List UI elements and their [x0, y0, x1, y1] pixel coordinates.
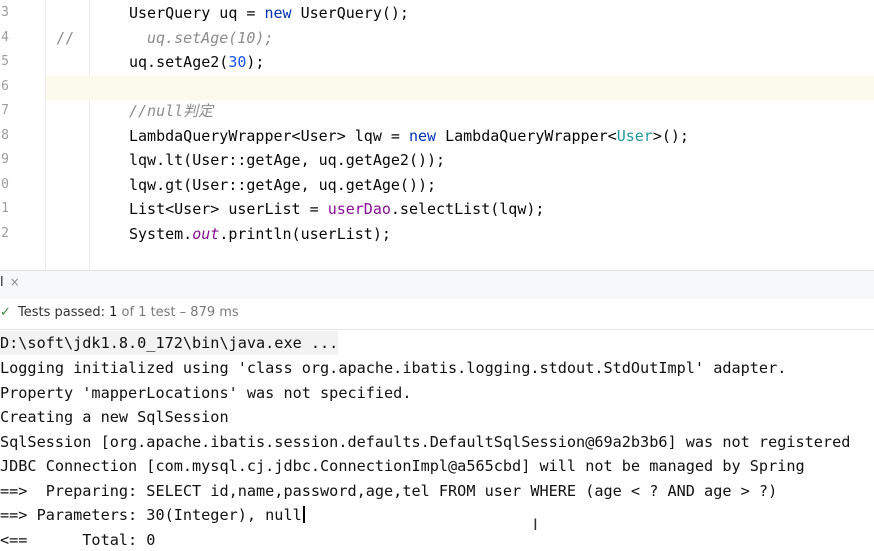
- console-line: Creating a new SqlSession: [0, 408, 229, 426]
- code-token: .println(userList);: [219, 224, 391, 243]
- code-line: //null判定: [129, 99, 213, 123]
- text-cursor-icon: I: [533, 515, 538, 534]
- code-token: lqw.lt(User::getAge, uq.getAge2());: [129, 151, 446, 169]
- code-line: LambdaQueryWrapper<User> lqw = new Lambd…: [129, 124, 689, 148]
- tests-passed-label: Tests passed:: [18, 305, 105, 320]
- code-token: UserQuery uq =: [129, 4, 265, 22]
- code-token: >();: [652, 126, 689, 145]
- line-number: 5: [1, 54, 9, 69]
- code-token: 30: [228, 53, 247, 71]
- line-comment-marker: //: [56, 28, 75, 47]
- code-line: uq.setAge2(30);: [129, 50, 264, 74]
- code-line: lqw.lt(User::getAge, uq.getAge2());: [129, 148, 445, 172]
- console-line: Logging initialized using 'class org.apa…: [0, 359, 787, 377]
- line-number: 8: [1, 127, 9, 143]
- code-token: uq.setAge(10);: [147, 28, 274, 47]
- line-number: 6: [1, 78, 9, 94]
- run-tab-label: l: [0, 275, 4, 290]
- code-token: uq.setAge2(: [129, 53, 229, 71]
- code-token: LambdaQueryWrapper<: [436, 126, 617, 145]
- console-line-sql-total: <== Total: 0: [0, 530, 156, 549]
- console-line-java-path: D:\soft\jdk1.8.0_172\bin\java.exe ...: [0, 331, 339, 355]
- tests-passed-count: 1: [109, 305, 118, 320]
- test-status: ✓ Tests passed: 1 of 1 test – 879 ms: [0, 305, 239, 320]
- code-token: lqw.gt(User::getAge, uq.getAge());: [129, 175, 437, 194]
- code-line: System.out.println(userList);: [129, 222, 391, 246]
- test-status-bar: ✓ Tests passed: 1 of 1 test – 879 ms: [0, 299, 874, 330]
- code-line: List<User> userList = userDao.selectList…: [129, 197, 544, 221]
- code-token: out: [192, 224, 220, 243]
- line-number: 0: [1, 176, 9, 192]
- code-token: new: [264, 4, 292, 22]
- line-number: 9: [1, 152, 9, 167]
- console-line: SqlSession [org.apache.ibatis.session.de…: [0, 432, 851, 451]
- current-line-highlight: [46, 76, 874, 100]
- code-token: LambdaQueryWrapper<User> lqw =: [129, 126, 409, 145]
- line-number: 7: [1, 103, 9, 118]
- code-token: UserQuery();: [291, 4, 409, 22]
- tests-summary: of 1 test – 879 ms: [121, 305, 239, 320]
- text-caret: [302, 506, 305, 523]
- run-tool-window-header: l×: [0, 270, 874, 299]
- console-line-sql-preparing: ==> Preparing: SELECT id,name,password,a…: [0, 481, 778, 500]
- line-number: 1: [1, 201, 9, 216]
- console-line-sql-parameters: ==> Parameters: 30(Integer), null: [0, 503, 305, 527]
- code-token: new: [408, 126, 437, 145]
- code-token: userDao: [327, 200, 391, 218]
- code-token: );: [246, 53, 265, 71]
- code-token: List<User> userList =: [129, 200, 328, 218]
- code-token: //null判定: [129, 102, 214, 120]
- run-tab[interactable]: l×: [0, 275, 20, 290]
- line-number: 2: [1, 225, 9, 241]
- indent-guide: [89, 0, 90, 270]
- code-token: User: [616, 126, 653, 145]
- check-icon: ✓: [0, 305, 11, 320]
- console-output[interactable]: D:\soft\jdk1.8.0_172\bin\java.exe ... Lo…: [0, 331, 874, 551]
- line-number-gutter: 3 4 5 6 7 8 9 0 1 2: [0, 0, 45, 270]
- code-line: lqw.gt(User::getAge, uq.getAge());: [129, 173, 436, 197]
- console-line: Property 'mapperLocations' was not speci…: [0, 383, 412, 402]
- console-line: JDBC Connection [com.mysql.cj.jdbc.Conne…: [0, 457, 805, 475]
- sql-parameters-text: ==> Parameters: 30(Integer), null: [0, 506, 302, 524]
- code-editor[interactable]: 3 4 5 6 7 8 9 0 1 2 UserQuery uq = new UserQuery(…: [0, 0, 874, 270]
- line-number: 4: [1, 29, 9, 45]
- line-number: 3: [1, 5, 9, 20]
- gutter-separator: [45, 0, 46, 270]
- code-token: .selectList(lqw);: [390, 200, 545, 218]
- close-icon[interactable]: ×: [9, 275, 20, 289]
- code-line: uq.setAge(10);: [147, 26, 273, 50]
- code-token: System.: [129, 224, 193, 243]
- code-line: UserQuery uq = new UserQuery();: [129, 1, 409, 25]
